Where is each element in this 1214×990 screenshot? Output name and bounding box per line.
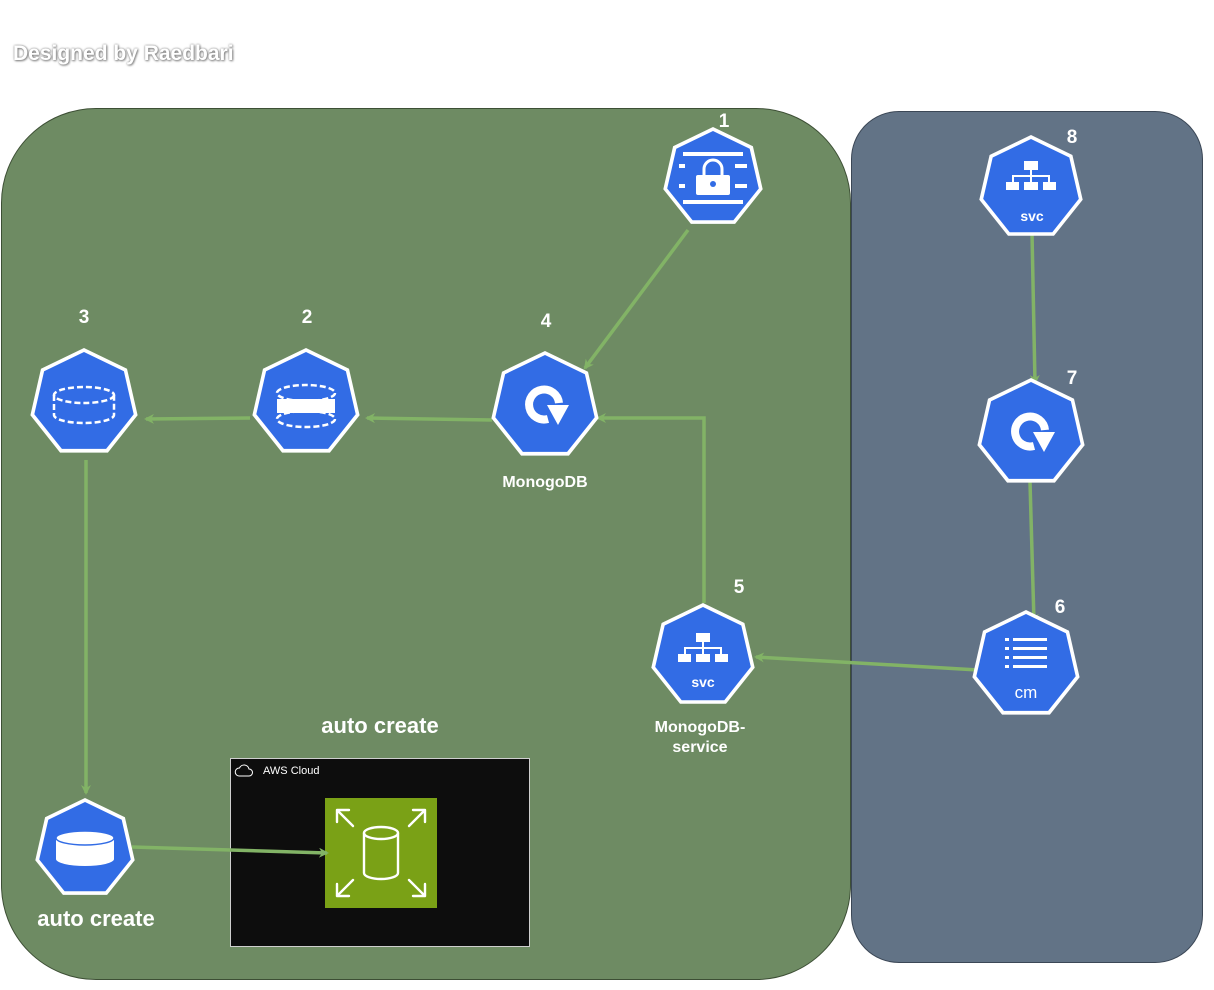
k8s-storage-class-icon	[35, 798, 135, 895]
k8s-service-icon	[651, 603, 755, 704]
amazon-ebs-volume-icon	[335, 808, 427, 898]
k8s-deployment-icon	[491, 351, 599, 456]
auto-create-label: auto create	[37, 906, 155, 931]
edge-secret-to-deployment	[583, 228, 690, 370]
service-badge: svc	[691, 674, 715, 690]
node-8-number: 8	[1066, 127, 1078, 148]
aws-cloud-label: AWS Cloud	[263, 764, 320, 777]
auto-create-label: auto create	[321, 713, 439, 738]
node-7-number: 7	[1066, 368, 1078, 389]
k8s-persistent-volume-icon	[252, 348, 360, 453]
watermark-title: Designed by Raedbari	[13, 42, 234, 65]
edge-pv-to-pvc	[144, 413, 251, 424]
node-3-number: 3	[78, 307, 90, 328]
edge-svc8-to-deploy7	[1029, 232, 1040, 385]
ebs-volume-tile	[325, 798, 437, 908]
node-6-number: 6	[1054, 597, 1066, 618]
edge-cm6-to-service5	[754, 652, 979, 672]
edge-deploy7-to-cm6	[1028, 481, 1039, 624]
edge-storage-class-to-ebs	[131, 845, 329, 858]
cloud-icon	[234, 764, 253, 777]
aws-cloud-group: AWS Cloud	[230, 758, 530, 947]
node-2-number: 2	[301, 307, 313, 328]
service-caption: MonogoDB- service	[654, 719, 746, 756]
edge-service-to-deployment	[596, 413, 706, 603]
node-4-number: 4	[540, 311, 552, 332]
service-badge: svc	[1020, 208, 1044, 224]
node-1-number: 1	[718, 111, 730, 132]
k8s-persistent-volume-claim-icon	[30, 348, 138, 453]
k8s-configmap-icon	[972, 610, 1080, 715]
config-region	[851, 111, 1203, 963]
configmap-badge: cm	[1015, 683, 1038, 702]
k8s-deployment-icon	[977, 378, 1085, 483]
node-5-number: 5	[733, 577, 745, 598]
k8s-service-icon	[979, 135, 1083, 236]
deployment-caption: MonogoDB	[502, 474, 588, 491]
edge-deployment-to-pv	[365, 413, 493, 424]
k8s-secret-icon	[663, 127, 763, 224]
